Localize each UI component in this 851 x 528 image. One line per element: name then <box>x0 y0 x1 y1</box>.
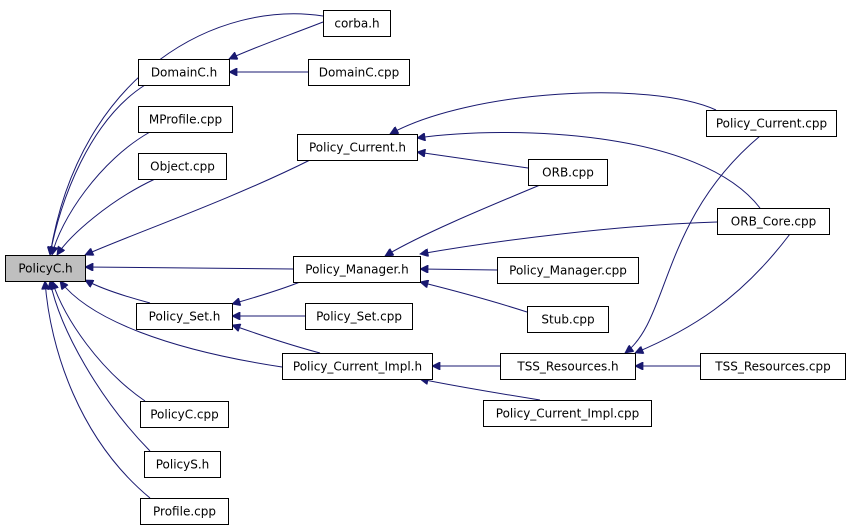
node-box <box>138 153 227 180</box>
node-mprofile-cpp[interactable]: MProfile.cpp <box>138 106 233 133</box>
node-box <box>140 498 229 525</box>
node-label: Object.cpp <box>150 160 215 174</box>
node-box <box>308 59 410 86</box>
node-label: DomainC.h <box>151 66 217 80</box>
node-label: Stub.cpp <box>541 313 594 327</box>
node-label: MProfile.cpp <box>149 113 222 127</box>
node-box <box>297 134 418 161</box>
node-policy-manager-h[interactable]: Policy_Manager.h <box>293 256 421 283</box>
node-box <box>136 303 233 330</box>
node-policy-current-h[interactable]: Policy_Current.h <box>297 134 418 161</box>
node-box <box>293 256 421 283</box>
node-policy-current-impl-h[interactable]: Policy_Current_Impl.h <box>282 353 433 380</box>
edge-policys-h-to-policyc-h <box>50 281 151 452</box>
node-box <box>305 303 413 330</box>
node-label: Policy_Set.cpp <box>316 310 402 324</box>
edge-orb-core-cpp-to-tss-resources-h <box>635 233 791 353</box>
node-label: Policy_Current_Impl.cpp <box>496 407 639 421</box>
node-object-cpp[interactable]: Object.cpp <box>138 153 227 180</box>
edge-policy-current-impl-h-to-policy-set-h <box>232 325 321 354</box>
node-label: PolicyC.cpp <box>150 408 219 422</box>
edge-layer <box>45 13 791 499</box>
node-label: Policy_Set.h <box>149 310 221 324</box>
edge-policy-current-impl-h-to-policyc-h <box>60 281 283 368</box>
node-box <box>497 257 639 284</box>
node-box <box>528 159 608 186</box>
node-policys-h[interactable]: PolicyS.h <box>144 451 221 478</box>
edge-mprofile-cpp-to-policyc-h <box>52 131 151 255</box>
edge-policy-manager-cpp-to-policy-manager-h <box>420 269 498 270</box>
node-box <box>138 59 230 86</box>
node-policy-current-cpp[interactable]: Policy_Current.cpp <box>706 110 837 137</box>
node-policyc-cpp[interactable]: PolicyC.cpp <box>140 401 229 428</box>
node-box <box>323 10 391 37</box>
node-label: TSS_Resources.h <box>516 360 618 374</box>
node-orb-core-cpp[interactable]: ORB_Core.cpp <box>717 208 830 235</box>
node-label: ORB_Core.cpp <box>731 215 816 229</box>
node-profile-cpp[interactable]: Profile.cpp <box>140 498 229 525</box>
node-label: PolicyS.h <box>156 458 210 472</box>
node-label: Policy_Current.h <box>309 141 406 155</box>
edge-policy-manager-h-to-policy-set-h <box>232 281 301 304</box>
edge-policy-current-cpp-to-policy-current-h <box>390 92 717 135</box>
node-label: DomainC.cpp <box>319 66 400 80</box>
node-label: ORB.cpp <box>542 166 594 180</box>
node-policy-set-h[interactable]: Policy_Set.h <box>136 303 233 330</box>
edge-policy-set-h-to-policyc-h <box>85 279 151 304</box>
edge-orb-core-cpp-to-policy-current-h <box>417 131 761 209</box>
node-box <box>282 353 433 380</box>
node-orb-cpp[interactable]: ORB.cpp <box>528 159 608 186</box>
node-label: Policy_Manager.cpp <box>509 264 627 278</box>
node-policy-current-impl-cpp[interactable]: Policy_Current_Impl.cpp <box>483 400 652 427</box>
node-label: Policy_Manager.h <box>305 263 408 277</box>
node-domainc-cpp[interactable]: DomainC.cpp <box>308 59 410 86</box>
edge-corba-h-to-domainc-h <box>229 21 324 59</box>
node-box <box>527 306 609 333</box>
edge-domainc-h-to-policyc-h <box>50 84 146 255</box>
edge-policy-current-h-to-policyc-h <box>85 159 311 255</box>
node-box <box>717 208 830 235</box>
node-box <box>483 400 652 427</box>
edge-policyc-cpp-to-policyc-h <box>52 281 146 402</box>
node-policy-manager-cpp[interactable]: Policy_Manager.cpp <box>497 257 639 284</box>
node-label: PolicyC.h <box>18 262 72 276</box>
node-label: Policy_Current_Impl.h <box>293 360 422 374</box>
edge-orb-core-cpp-to-policy-manager-h <box>420 221 718 254</box>
node-box <box>140 401 229 428</box>
edge-profile-cpp-to-policyc-h <box>45 281 151 499</box>
node-domainc-h[interactable]: DomainC.h <box>138 59 230 86</box>
node-box <box>700 353 846 380</box>
edge-policy-current-impl-cpp-to-policy-current-impl-h <box>420 379 541 401</box>
node-tss-resources-cpp[interactable]: TSS_Resources.cpp <box>700 353 846 380</box>
node-box <box>706 110 837 137</box>
edge-object-cpp-to-policyc-h <box>57 178 156 255</box>
node-box <box>5 255 86 282</box>
edge-policy-current-cpp-to-tss-resources-h <box>625 135 761 353</box>
node-tss-resources-h[interactable]: TSS_Resources.h <box>500 353 636 380</box>
node-policy-set-cpp[interactable]: Policy_Set.cpp <box>305 303 413 330</box>
node-stub-cpp[interactable]: Stub.cpp <box>527 306 609 333</box>
edge-orb-cpp-to-policy-manager-h <box>385 184 541 256</box>
node-box <box>138 106 233 133</box>
edge-orb-cpp-to-policy-current-h <box>417 152 529 169</box>
node-box <box>144 451 221 478</box>
node-box <box>500 353 636 380</box>
node-label: Profile.cpp <box>153 505 216 519</box>
edge-corba-h-to-policyc-h <box>50 13 324 255</box>
node-label: corba.h <box>334 17 379 31</box>
node-label: TSS_Resources.cpp <box>714 360 831 374</box>
node-policyc-h[interactable]: PolicyC.h <box>5 255 86 282</box>
edge-stub-cpp-to-policy-manager-h <box>420 282 528 313</box>
node-label: Policy_Current.cpp <box>716 117 827 131</box>
edge-policy-manager-h-to-policyc-h <box>85 267 294 269</box>
node-corba-h[interactable]: corba.h <box>323 10 391 37</box>
